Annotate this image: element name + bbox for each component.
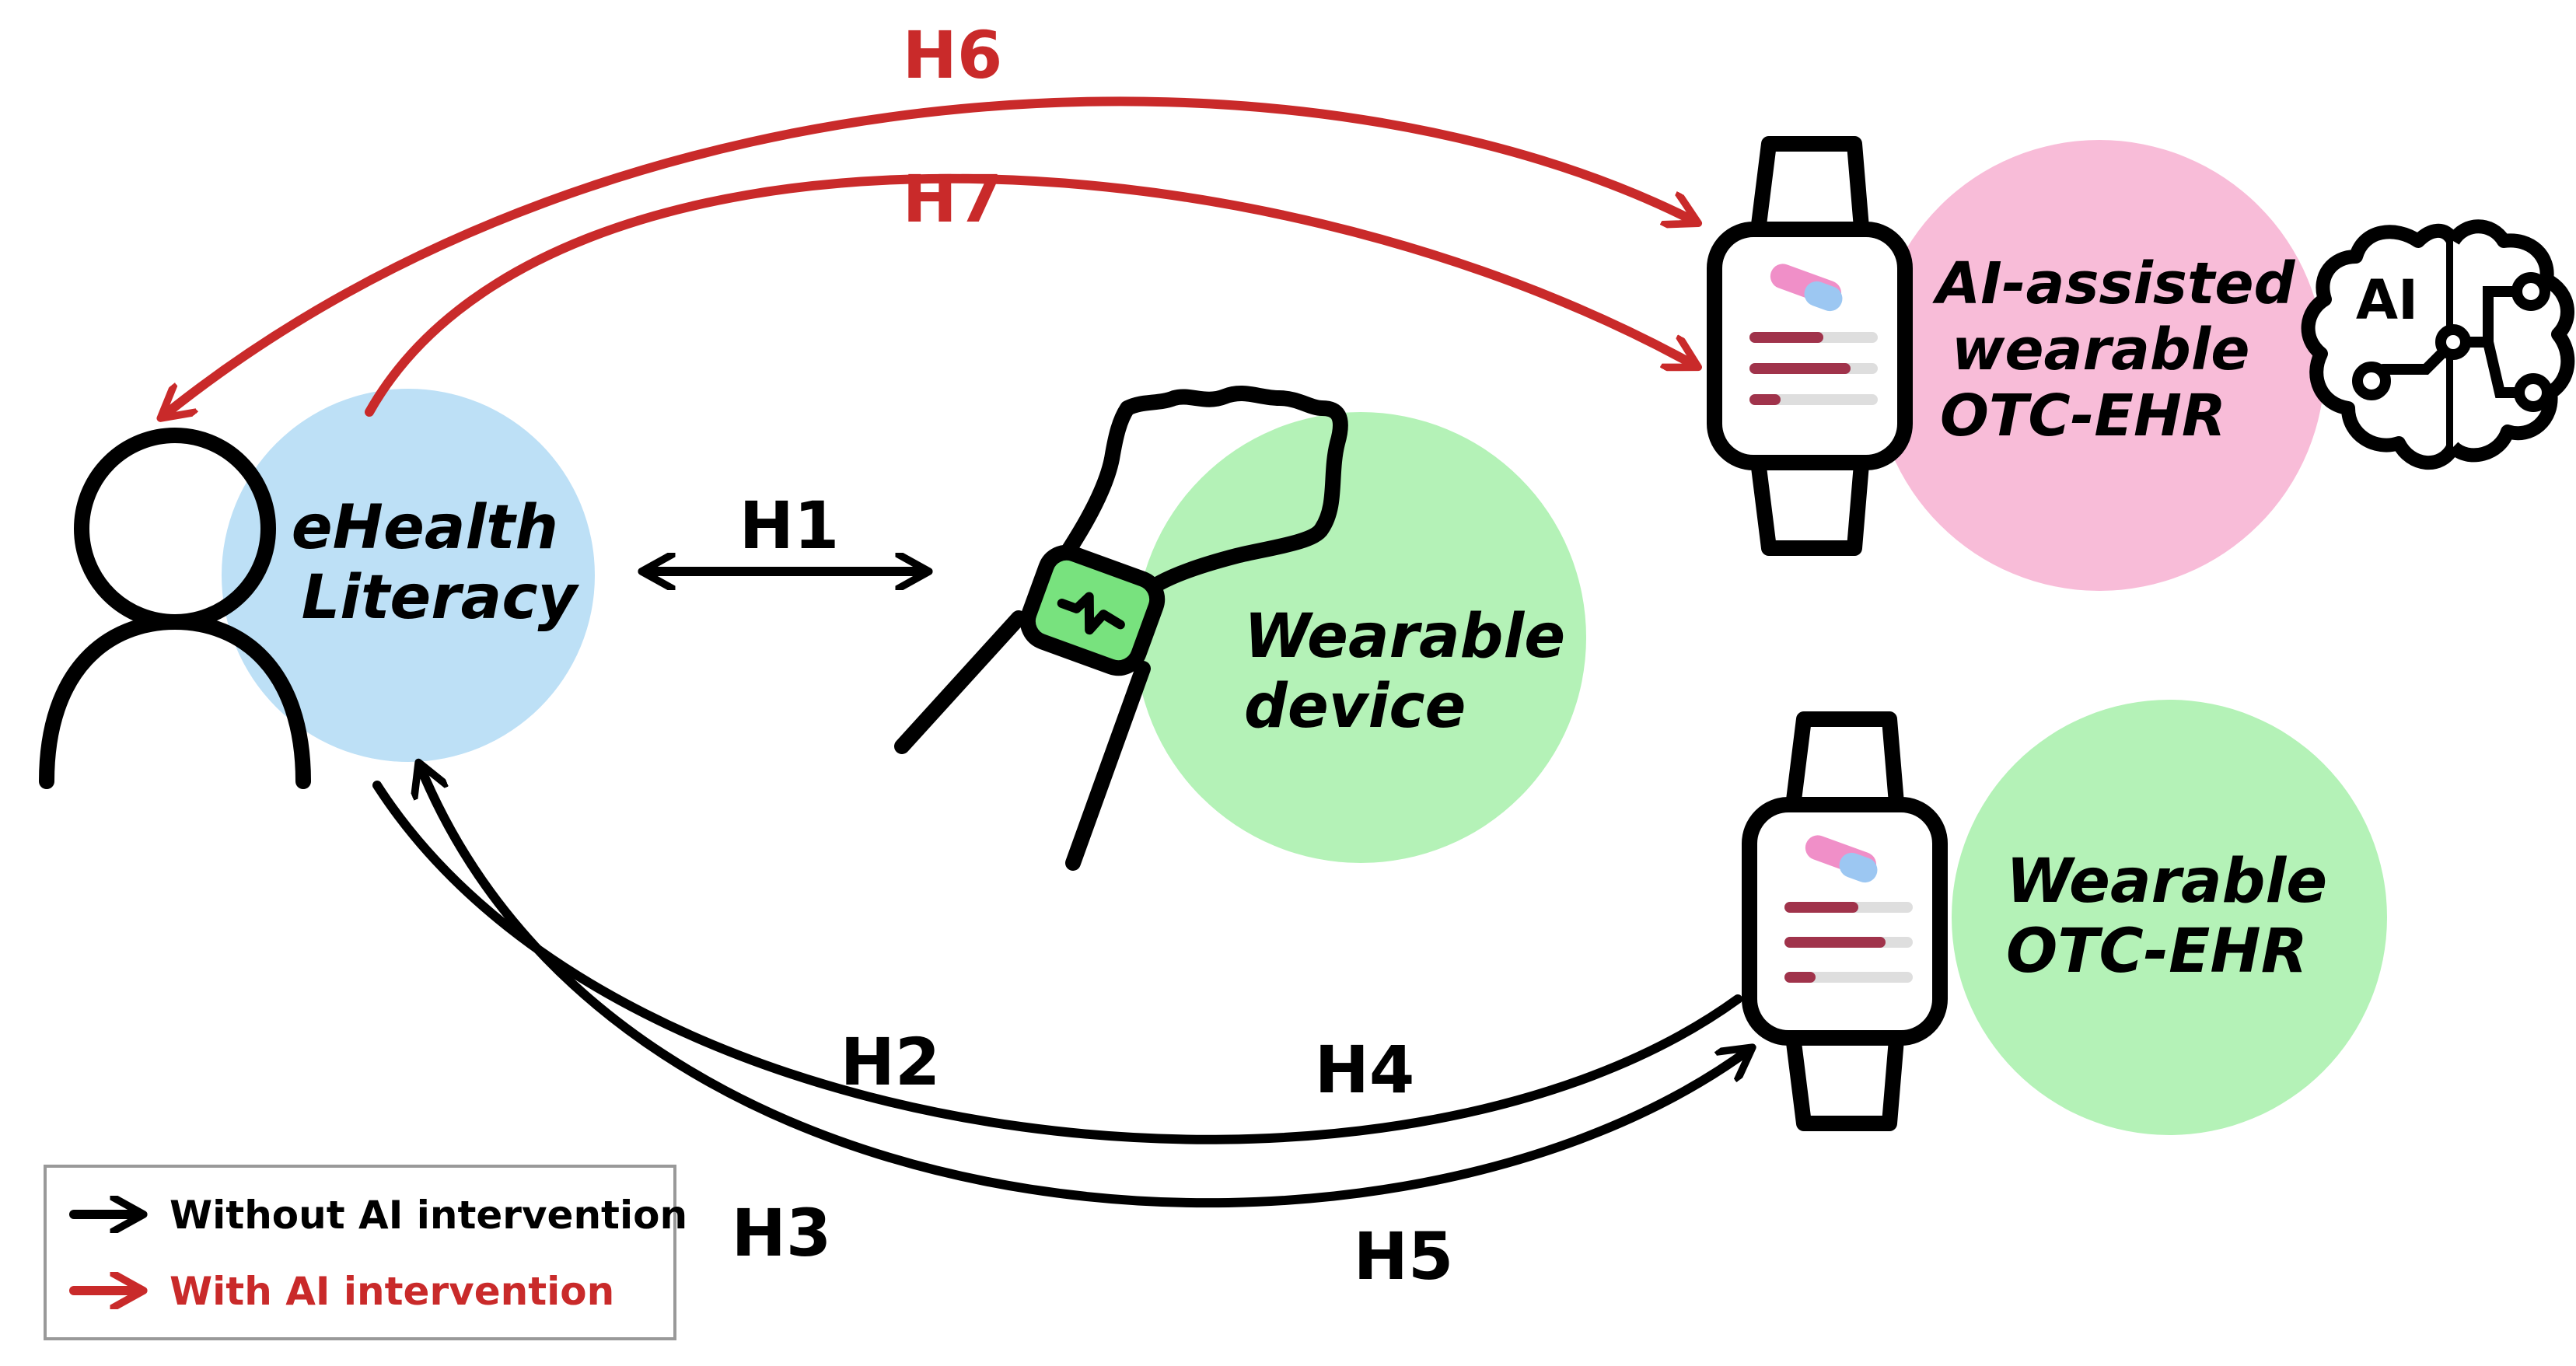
wearable-device-label: Wearable device: [1244, 602, 1586, 742]
otc-ehr-circle: [1952, 700, 2387, 1135]
h4-label: H4: [1315, 1032, 1415, 1108]
otc-ehr-line2: OTC-EHR: [2006, 917, 2308, 987]
ehealth-literacy-line2: Literacy: [302, 563, 580, 633]
otc-ehr-label: Wearable OTC-EHR: [2006, 847, 2348, 987]
h5-label: H5: [1354, 1218, 1454, 1294]
ai-badge-text: AI: [2356, 268, 2418, 332]
legend: Without AI intervention With AI interven…: [44, 1165, 687, 1340]
wearable-device-line1: Wearable: [1244, 602, 1565, 672]
ai-ehr-line3: OTC-EHR: [1940, 383, 2226, 449]
ai-ehr-line2: wearable: [1952, 316, 2249, 383]
ehealth-literacy-circle: [222, 389, 595, 762]
wearable-device-line2: device: [1244, 672, 1466, 742]
otc-ehr-line1: Wearable: [2006, 847, 2327, 917]
ai-ehr-line1: AI-assisted: [1932, 250, 2296, 317]
h6-arrow: [163, 96, 1695, 416]
h6-label: H6: [903, 17, 1003, 93]
ai-ehr-circle: [1874, 140, 2325, 591]
smartwatch-icon: [1742, 711, 1948, 1131]
ai-ehr-label: AI-assisted wearable OTC-EHR: [1932, 250, 2315, 449]
h1-label: H1: [739, 487, 840, 564]
h7-arrow: [365, 173, 1695, 417]
ehealth-literacy-line1: eHealth: [292, 493, 558, 563]
h2-h4-arrow: [372, 781, 1742, 1144]
legend-with-ai: With AI intervention: [170, 1269, 614, 1314]
h7-label: H7: [903, 161, 1003, 237]
h2-label: H2: [841, 1024, 941, 1100]
legend-without-ai: Without AI intervention: [170, 1193, 687, 1238]
h3-label: H3: [732, 1195, 832, 1271]
legend-box: [44, 1165, 676, 1340]
wrist-watch-icon: [894, 386, 1348, 871]
wearable-device-circle: [1135, 412, 1586, 863]
person-icon: [39, 428, 311, 789]
ehealth-literacy-label: eHealth Literacy: [292, 493, 580, 633]
ai-brain-icon: AI: [2301, 219, 2575, 470]
smartwatch-ai-icon: [1707, 136, 1913, 556]
h3-h5-arrow: [420, 766, 1749, 1208]
